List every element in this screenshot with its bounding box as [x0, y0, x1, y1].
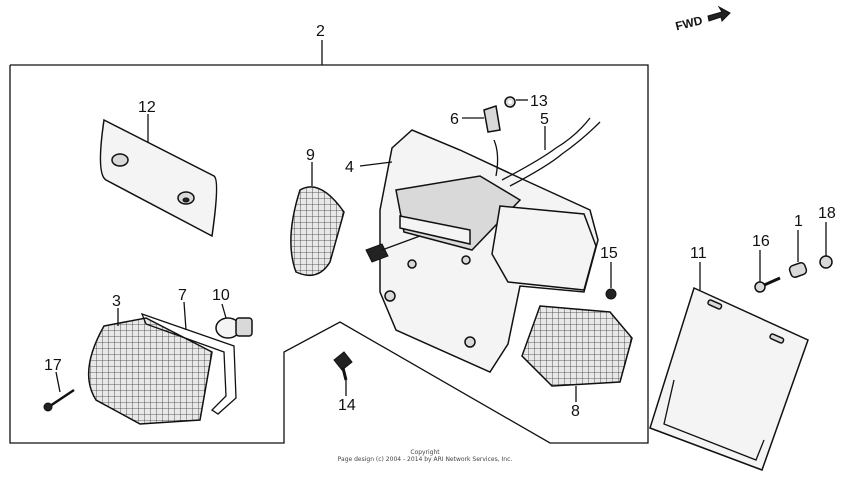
callout-2: 2 [316, 23, 325, 40]
callout-9: 9 [306, 147, 315, 164]
callout-17: 17 [44, 357, 62, 374]
callout-14: 14 [338, 397, 356, 414]
side-lens-part [521, 305, 633, 387]
callout-7: 7 [178, 287, 187, 304]
callout-18: 18 [818, 205, 836, 222]
callout-15: 15 [600, 245, 618, 262]
leader-line [55, 371, 61, 393]
leader-line [359, 161, 393, 167]
bulb-part [215, 317, 253, 339]
mud-flap-part [649, 286, 809, 471]
wire-clip-part [483, 105, 501, 133]
forward-arrow-icon: FWD [674, 5, 731, 33]
collar-part [788, 262, 808, 278]
bolt-part [754, 276, 781, 293]
copyright-notice: Page design (c) 2004 - 2014 by ARI Netwo… [337, 456, 513, 463]
callout-1: 1 [794, 213, 803, 230]
callout-11: 11 [690, 245, 707, 262]
bolt-part [333, 351, 353, 381]
callout-13: 13 [530, 93, 548, 110]
callout-4: 4 [345, 159, 354, 176]
nut-part [605, 288, 617, 300]
callout-5: 5 [540, 111, 549, 128]
nut-part [504, 96, 516, 108]
callout-3: 3 [112, 293, 121, 310]
leader-line [221, 303, 227, 319]
taillight-housing-part [365, 117, 601, 373]
side-reflector-part [290, 186, 345, 277]
svg-text:FWD: FWD [674, 13, 704, 33]
assembly-boundary [9, 64, 649, 444]
callout-10: 10 [212, 287, 230, 304]
license-bracket-part [99, 118, 218, 238]
taillight-lens-part [87, 317, 213, 425]
cap-part [819, 255, 833, 269]
callout-16: 16 [752, 233, 770, 250]
callout-6: 6 [450, 111, 459, 128]
screw-part [43, 388, 75, 412]
copyright-label: Copyright [410, 449, 440, 456]
lens-gasket-part [140, 312, 237, 415]
leader-line [183, 301, 187, 331]
callout-12: 12 [138, 99, 156, 116]
callout-8: 8 [571, 403, 580, 420]
